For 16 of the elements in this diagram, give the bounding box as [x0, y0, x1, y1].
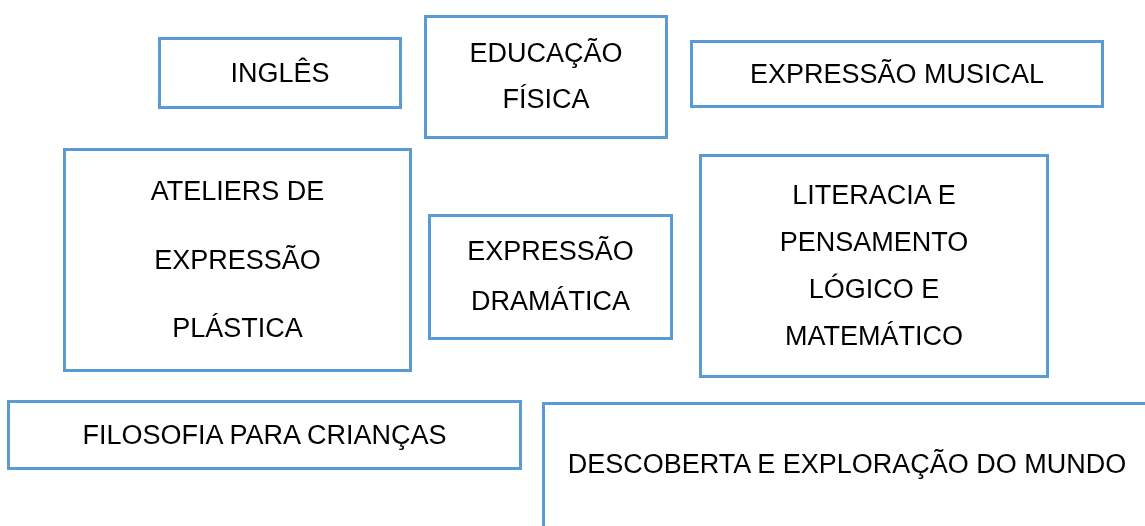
subject-box — [428, 214, 673, 340]
subject-label: FILOSOFIA PARA CRIANÇAS — [82, 418, 447, 452]
subject-label: EXPRESSÃO DRAMÁTICA — [466, 235, 635, 318]
subject-box — [699, 154, 1049, 378]
subject-label: LITERACIA E PENSAMENTO LÓGICO E MATEMÁTICO — [778, 178, 970, 354]
subject-label: EXPRESSÃO MUSICAL — [749, 57, 1045, 91]
subject-box — [63, 148, 412, 372]
subject-label: DESCOBERTA E EXPLORAÇÃO DO MUNDO — [567, 448, 1127, 482]
subject-box — [424, 15, 668, 139]
subject-label: INGLÊS — [230, 56, 330, 90]
subject-box — [690, 40, 1104, 108]
subject-box — [542, 402, 1145, 526]
subject-label: EDUCAÇÃO FÍSICA — [468, 37, 624, 116]
subject-label: ATELIERS DE EXPRESSÃO PLÁSTICA — [149, 174, 326, 346]
subject-box — [7, 400, 522, 470]
subject-box — [158, 37, 402, 109]
